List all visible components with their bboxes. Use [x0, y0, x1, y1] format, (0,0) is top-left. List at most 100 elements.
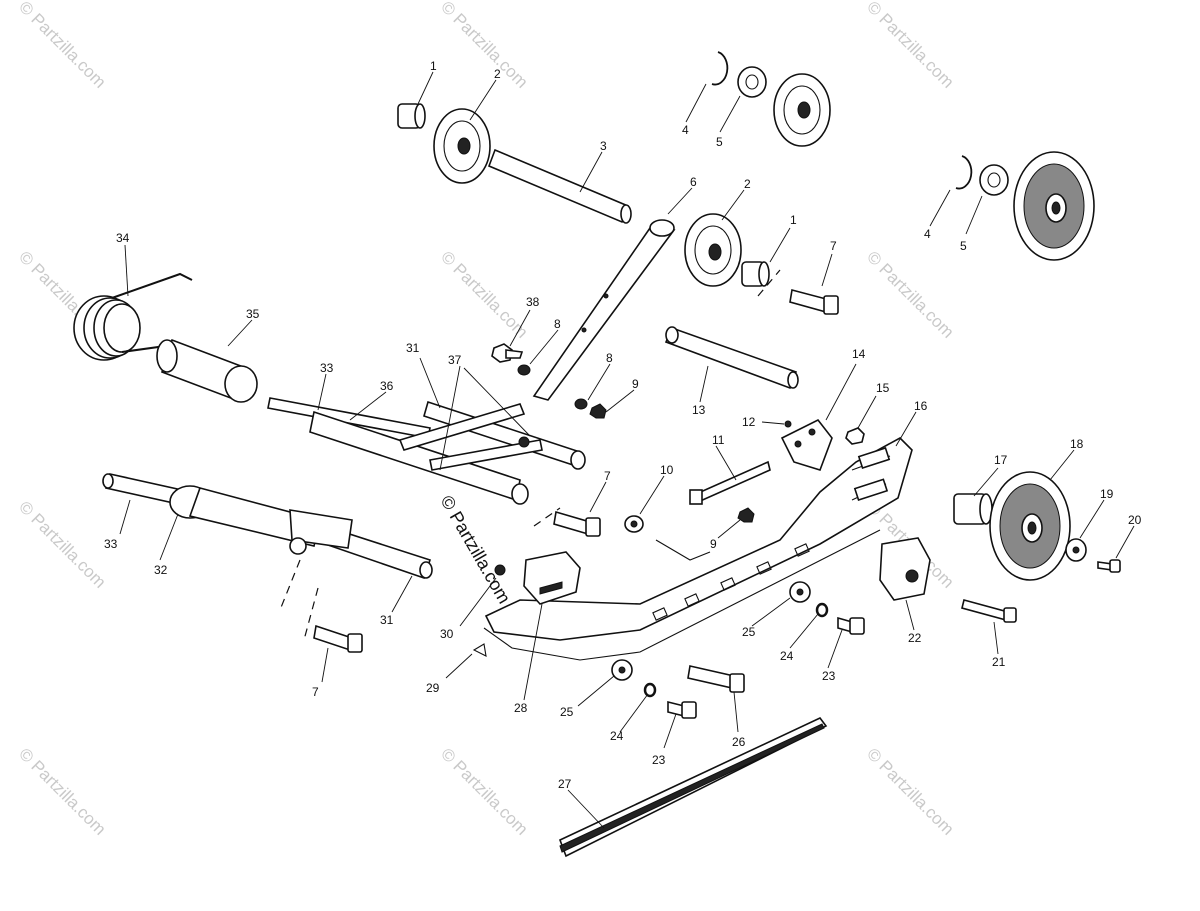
callout-17: 17	[994, 453, 1008, 467]
watermark: © Partzilla.com	[437, 744, 531, 838]
nut-9b	[737, 507, 755, 523]
callout-28: 28	[514, 701, 528, 715]
callout-8: 8	[554, 317, 561, 331]
bushing-17	[953, 493, 993, 525]
watermark: © Partzilla.com	[863, 744, 957, 838]
callout-4: 4	[682, 123, 689, 137]
nut-38	[491, 343, 524, 363]
callout-12: 12	[742, 415, 756, 429]
idler-wheel-large-right	[1013, 151, 1095, 261]
nut-15	[845, 427, 865, 445]
callout-6: 6	[690, 175, 697, 189]
callout-29: 29	[426, 681, 440, 695]
idler-wheel-mid	[684, 213, 742, 287]
bushing-mid	[741, 261, 770, 287]
washer-8b	[574, 398, 588, 410]
washer-25b	[611, 659, 633, 681]
bolt-11	[689, 460, 771, 505]
assembly-line	[757, 269, 781, 297]
snap-ring-top	[711, 51, 729, 86]
washer-25a	[789, 581, 811, 603]
bolt-26	[687, 665, 745, 693]
rear-arm-lower	[169, 485, 433, 580]
lock-washer-24b	[643, 682, 657, 698]
bolt-7-mid	[553, 510, 601, 537]
rear-arm-frame	[309, 400, 586, 505]
callout-5: 5	[716, 135, 723, 149]
center-watermark: © Partzilla.com	[437, 492, 515, 607]
watermark: © Partzilla.com	[863, 247, 957, 341]
rivet-29	[472, 643, 487, 657]
bolt-mid-right	[789, 289, 839, 315]
bushing-top-left	[397, 103, 426, 129]
watermark: © Partzilla.com	[863, 0, 957, 92]
leader-lines	[119, 71, 1135, 829]
washer-19	[1065, 538, 1087, 562]
idler-wheel-top-right	[773, 73, 831, 147]
adjuster-block-22	[879, 537, 931, 601]
callout-2: 2	[494, 67, 501, 81]
callout-30: 30	[440, 627, 454, 641]
torsion-spring	[73, 272, 193, 361]
callout-18: 18	[1070, 437, 1084, 451]
callout-7: 7	[830, 239, 837, 253]
front-shaft	[664, 326, 799, 390]
callout-37: 37	[448, 353, 462, 367]
bracket-14	[780, 418, 833, 471]
callout-2: 2	[744, 177, 751, 191]
callout-8: 8	[606, 351, 613, 365]
callout-9: 9	[710, 537, 717, 551]
watermark: © Partzilla.com	[15, 0, 109, 92]
watermark: © Partzilla.com	[15, 497, 109, 591]
callout-19: 19	[1100, 487, 1114, 501]
washer-right	[979, 164, 1009, 196]
snap-ring-right	[955, 155, 973, 190]
bolt-21	[961, 599, 1017, 623]
idler-arm	[532, 219, 676, 401]
idler-shaft	[487, 148, 632, 224]
callout-15: 15	[876, 381, 890, 395]
callout-labels: 1 1 2 2 3 4 4 5 5 6 7 7 7 8 8 9 9 10 11 …	[104, 59, 1142, 791]
callout-10: 10	[660, 463, 674, 477]
bolt-20	[1097, 559, 1121, 573]
callout-22: 22	[908, 631, 922, 645]
callout-14: 14	[852, 347, 866, 361]
callout-21: 21	[992, 655, 1006, 669]
watermark: © Partzilla.com	[15, 744, 109, 838]
callout-31: 31	[406, 341, 420, 355]
callout-35: 35	[246, 307, 260, 321]
bolt-23b	[667, 700, 697, 719]
callout-23: 23	[822, 669, 836, 683]
nut-30	[494, 564, 506, 576]
rail-slots	[652, 543, 810, 621]
washer-10	[624, 515, 644, 533]
callout-34: 34	[116, 231, 130, 245]
callout-32: 32	[154, 563, 168, 577]
wear-strip-27	[558, 716, 828, 858]
washer-8a	[517, 364, 531, 376]
nut-9a	[589, 403, 607, 419]
bolt-lower-left	[313, 624, 363, 653]
callout-33: 33	[104, 537, 118, 551]
callout-26: 26	[732, 735, 746, 749]
callout-16: 16	[914, 399, 928, 413]
callout-1: 1	[430, 59, 437, 73]
callout-31: 31	[380, 613, 394, 627]
callout-27: 27	[558, 777, 572, 791]
callout-5: 5	[960, 239, 967, 253]
callout-11: 11	[712, 433, 725, 447]
callout-9: 9	[632, 377, 639, 391]
screw-12	[784, 420, 792, 428]
callout-25: 25	[560, 705, 574, 719]
callout-3: 3	[600, 139, 607, 153]
callout-24: 24	[780, 649, 794, 663]
callout-25: 25	[742, 625, 756, 639]
callout-7: 7	[312, 685, 319, 699]
callout-33: 33	[320, 361, 334, 375]
lock-washer-24a	[815, 602, 829, 618]
callout-36: 36	[380, 379, 394, 393]
slide-rail-16	[483, 437, 913, 661]
washer-top	[737, 66, 767, 98]
assembly-line	[533, 507, 561, 527]
